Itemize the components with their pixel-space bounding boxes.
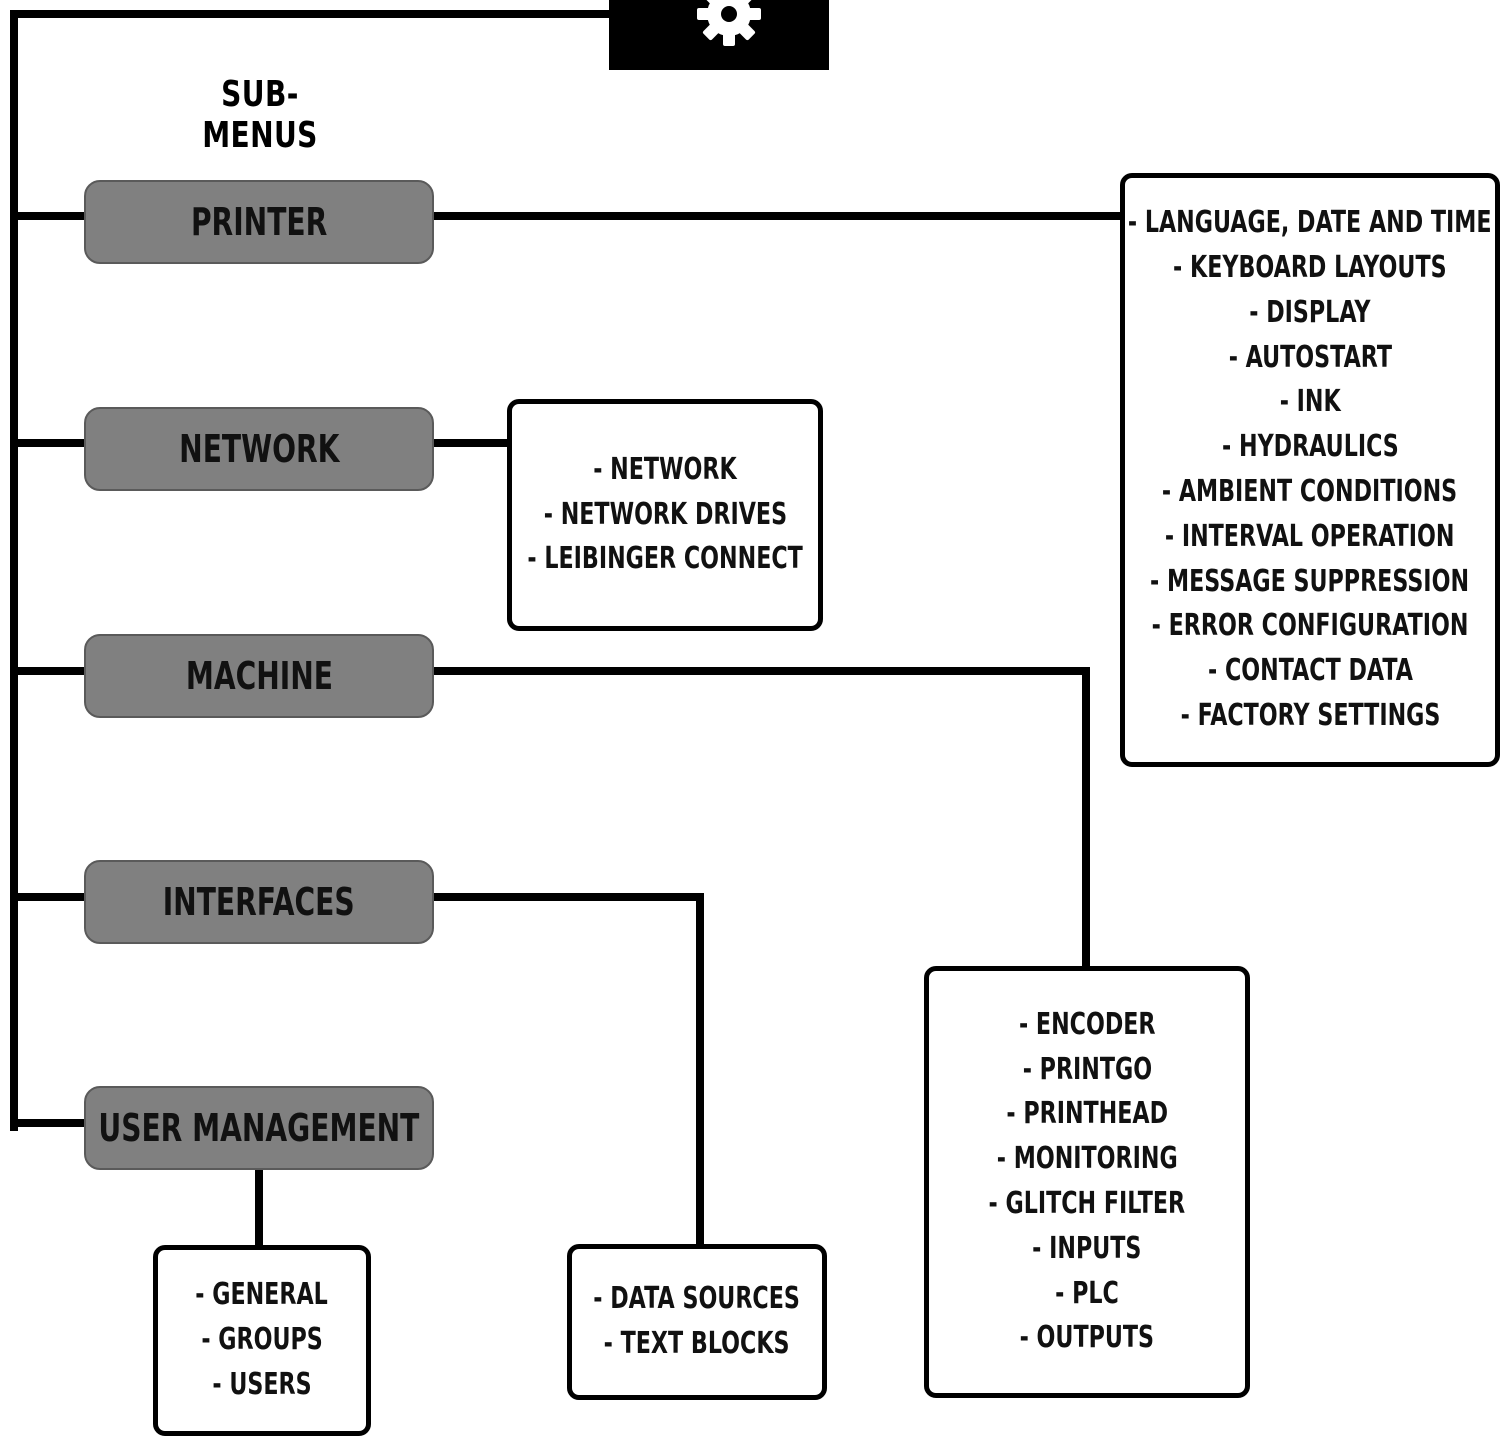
submenu-box-machine: - ENCODER - PRINTGO - PRINTHEAD - MONITO… [924,966,1250,1398]
trunk-line [10,10,613,1131]
submenu-item[interactable]: - LANGUAGE, DATE AND TIME [1128,205,1492,241]
submenu-item[interactable]: - TEXT BLOCKS [604,1326,790,1361]
page-title: SUB-MENUS [202,74,318,156]
submenu-box-interfaces: - DATA SOURCES - TEXT BLOCKS [567,1244,827,1400]
submenu-box-network: - NETWORK - NETWORK DRIVES - LEIBINGER C… [507,399,823,631]
menu-button-network[interactable]: NETWORK [84,407,434,491]
submenu-item[interactable]: - AUTOSTART [1228,339,1392,375]
submenu-item[interactable]: - ERROR CONFIGURATION [1151,608,1469,644]
submenu-item[interactable]: - HYDRAULICS [1221,429,1399,465]
submenu-item[interactable]: - ENCODER [1018,1006,1156,1042]
submenu-box-user-management: - GENERAL - GROUPS - USERS [153,1245,371,1436]
submenu-item[interactable]: - INK [1279,384,1341,420]
submenu-item[interactable]: - GROUPS [201,1322,323,1358]
submenu-item[interactable]: - PRINTGO [1022,1051,1152,1087]
submenu-item[interactable]: - MONITORING [996,1141,1178,1177]
menu-label-user-management: USER MANAGEMENT [98,1106,420,1150]
menu-button-printer[interactable]: PRINTER [84,180,434,264]
menu-button-interfaces[interactable]: INTERFACES [84,860,434,944]
menu-label-printer: PRINTER [190,200,328,244]
menu-label-interfaces: INTERFACES [163,880,355,924]
submenu-item[interactable]: - NETWORK DRIVES [543,496,787,532]
submenu-item[interactable]: - PLC [1055,1275,1119,1311]
menu-label-machine: MACHINE [185,654,333,698]
gear-icon [697,0,761,46]
link-machine [430,667,1090,972]
menu-button-machine[interactable]: MACHINE [84,634,434,718]
submenu-item[interactable]: - PRINTHEAD [1006,1096,1168,1132]
submenu-item[interactable]: - INTERVAL OPERATION [1165,518,1455,554]
submenu-item[interactable]: - AMBIENT CONDITIONS [1162,474,1458,509]
submenu-item[interactable]: - DISPLAY [1249,294,1371,330]
submenu-item[interactable]: - LEIBINGER CONNECT [527,541,803,577]
submenu-item[interactable]: - FACTORY SETTINGS [1180,697,1440,733]
submenu-item[interactable]: - INPUTS [1032,1230,1142,1266]
menu-button-user-management[interactable]: USER MANAGEMENT [84,1086,434,1170]
submenu-item[interactable]: - NETWORK [593,451,737,487]
submenu-item[interactable]: - OUTPUTS [1019,1320,1155,1356]
submenu-item[interactable]: - GENERAL [195,1277,329,1313]
submenu-item[interactable]: - DATA SOURCES [593,1281,801,1317]
submenu-item[interactable]: - MESSAGE SUPPRESSION [1150,563,1470,599]
submenu-box-printer: - LANGUAGE, DATE AND TIME - KEYBOARD LAY… [1120,173,1500,767]
settings-header[interactable] [609,0,829,70]
link-interfaces [430,893,704,1250]
submenu-item[interactable]: - USERS [212,1366,312,1402]
submenu-item[interactable]: - CONTACT DATA [1207,653,1413,689]
submenu-item[interactable]: - KEYBOARD LAYOUTS [1173,250,1447,286]
submenu-item[interactable]: - GLITCH FILTER [988,1186,1186,1221]
menu-label-network: NETWORK [178,427,340,471]
